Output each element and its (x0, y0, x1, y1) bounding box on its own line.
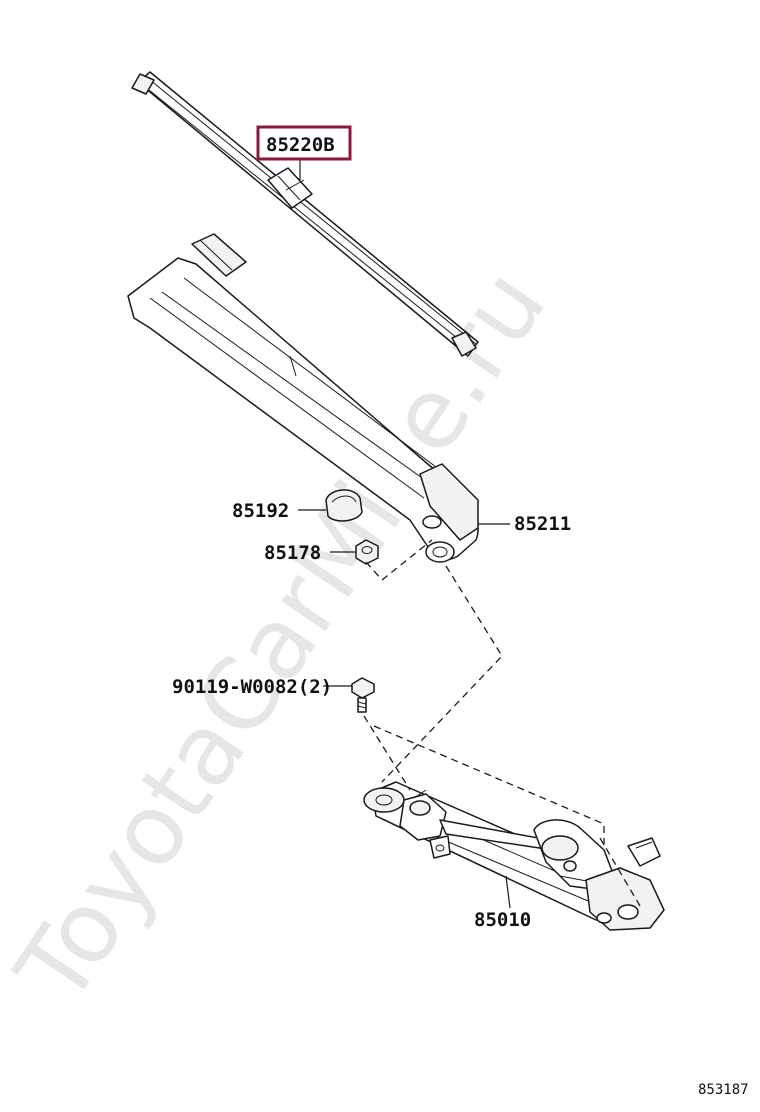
assembly-guide-lines (363, 539, 641, 907)
mounting-bolt-drawing[interactable] (351, 677, 375, 713)
part-label-85211[interactable]: 85211 (514, 513, 571, 535)
arm-nut-drawing[interactable] (355, 539, 379, 565)
diagram-code: 853187 (698, 1082, 749, 1098)
wiper-arm-drawing[interactable] (127, 233, 479, 563)
leader-85010 (505, 875, 511, 909)
part-label-85220b[interactable]: 85220B (266, 134, 335, 156)
wiper-link-motor-drawing[interactable] (363, 781, 665, 931)
part-label-90119-w0082[interactable]: 90119-W0082(2) (172, 676, 332, 698)
highlight-box (256, 125, 352, 161)
arm-cap-drawing[interactable] (325, 489, 363, 522)
part-label-85192[interactable]: 85192 (232, 500, 289, 522)
wiper-blade-drawing[interactable] (131, 71, 479, 357)
part-label-85178[interactable]: 85178 (264, 542, 321, 564)
part-label-85010[interactable]: 85010 (474, 909, 531, 931)
